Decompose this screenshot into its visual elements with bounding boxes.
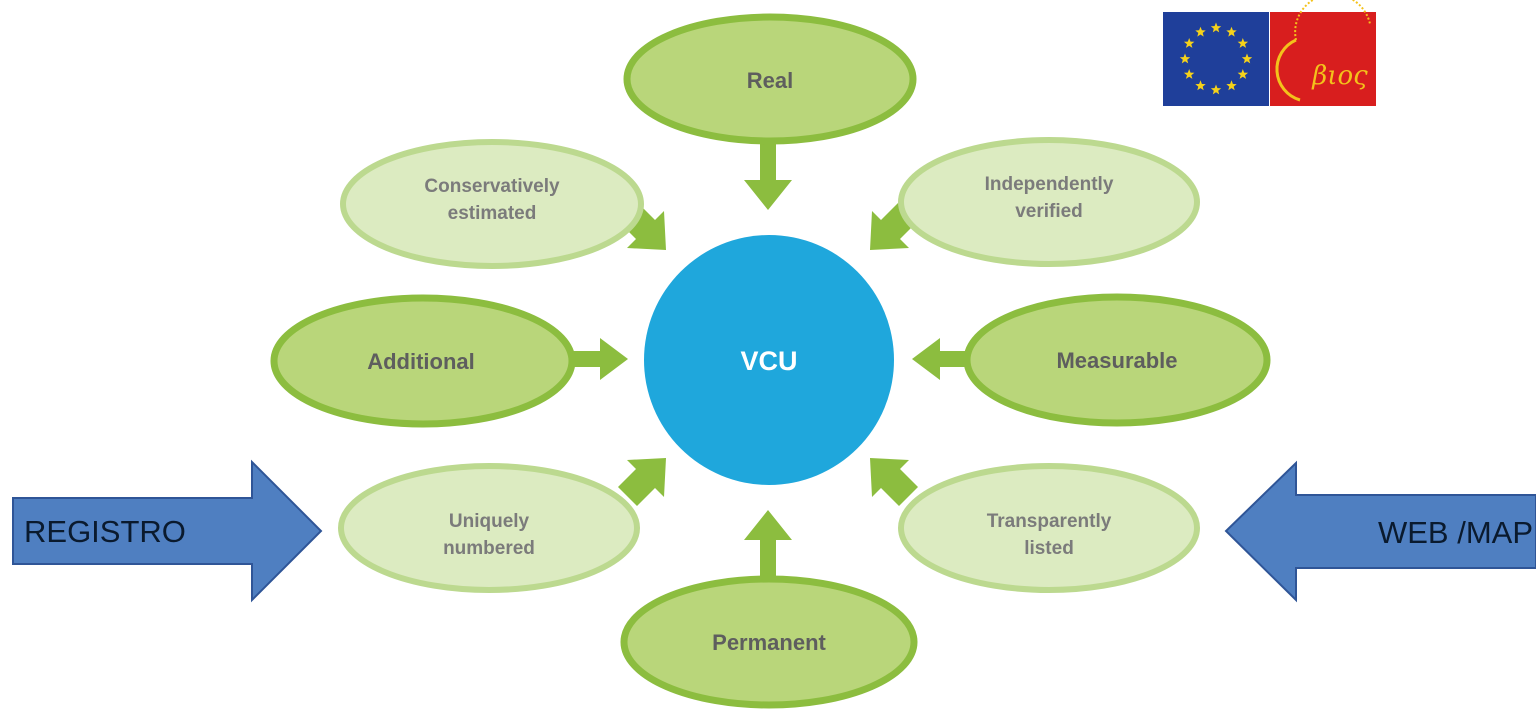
- registro-arrow: REGISTRO: [12, 459, 323, 603]
- arrow-from-permanent: [744, 510, 792, 600]
- eu-star: [1210, 22, 1222, 33]
- eu-star: [1195, 80, 1206, 91]
- eu-star: [1237, 69, 1249, 79]
- bios-badge: [1270, 12, 1376, 106]
- eu-star: [1179, 53, 1191, 64]
- eu-star: [1195, 26, 1206, 37]
- certification-logo: βιος: [1163, 0, 1376, 106]
- eu-star: [1241, 53, 1253, 64]
- node-independently-verified-line2: verified: [1015, 201, 1083, 222]
- node-measurable-label: Measurable: [1056, 348, 1177, 373]
- node-real: Real: [623, 13, 917, 145]
- eu-star: [1183, 69, 1195, 79]
- eu-star: [1183, 38, 1195, 48]
- bios-text: βιος: [1311, 61, 1368, 91]
- vcu-circle: [644, 235, 894, 485]
- arrow-from-real: [744, 120, 792, 210]
- node-transparently-listed-line2: listed: [1024, 538, 1074, 559]
- arrow-from-additional: [570, 338, 628, 380]
- node-independently-verified: Independently verified: [898, 137, 1200, 267]
- node-uniquely-numbered: Uniquely numbered: [338, 463, 640, 593]
- registro-label: REGISTRO: [24, 514, 186, 549]
- center-node: VCU: [644, 235, 894, 485]
- eu-star: [1237, 38, 1249, 48]
- eu-star: [1226, 26, 1237, 37]
- node-measurable: Measurable: [963, 293, 1271, 427]
- web-map-label: WEB /MAP: [1378, 515, 1533, 550]
- node-additional-label: Additional: [367, 349, 475, 374]
- node-conservatively-estimated-line1: Conservatively: [424, 176, 560, 197]
- node-conservatively-estimated-line2: estimated: [448, 203, 537, 224]
- node-uniquely-numbered-line2: numbered: [443, 538, 535, 559]
- node-conservatively-estimated: Conservatively estimated: [340, 139, 644, 269]
- arrow-from-uniquely-numbered: [618, 458, 666, 506]
- arrow-from-transparently-listed: [870, 458, 918, 506]
- arrow-from-measurable: [912, 338, 968, 380]
- web-map-arrow: WEB /MAP: [1224, 460, 1536, 603]
- node-independently-verified-line1: Independently: [985, 174, 1114, 195]
- node-permanent: Permanent: [620, 575, 918, 709]
- node-additional: Additional: [270, 294, 576, 428]
- vcu-label: VCU: [740, 346, 797, 376]
- eu-stars: [1179, 22, 1253, 95]
- node-transparently-listed: Transparently listed: [898, 463, 1200, 593]
- node-permanent-label: Permanent: [712, 630, 826, 655]
- node-transparently-listed-line1: Transparently: [987, 511, 1112, 532]
- eu-star: [1226, 80, 1237, 91]
- node-real-label: Real: [747, 68, 793, 93]
- eu-star: [1210, 84, 1222, 95]
- bios-ring: [1275, 38, 1301, 102]
- node-uniquely-numbered-line1: Uniquely: [449, 511, 530, 532]
